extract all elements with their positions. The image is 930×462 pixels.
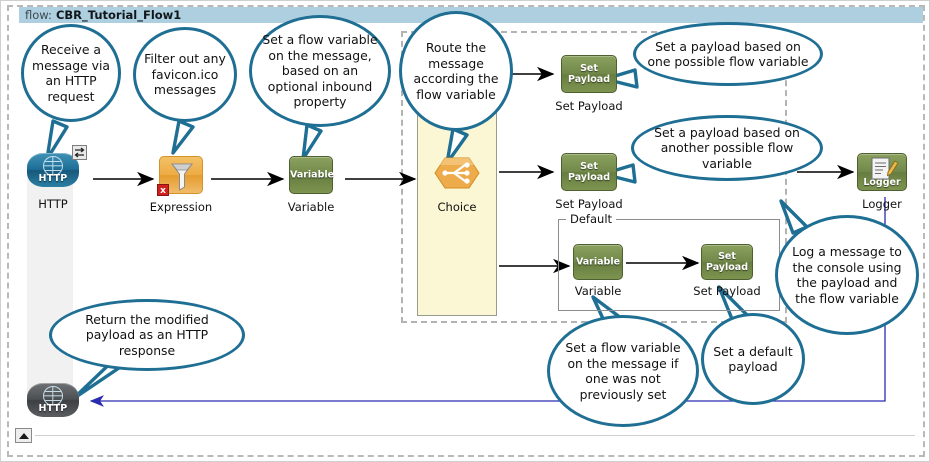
node-label-expression: Expression [149,200,213,214]
flow-title-key: flow: [25,8,52,22]
node-http-inbound[interactable]: HTTP HTTP [27,145,87,211]
http-response-inner-label: HTTP [38,403,68,414]
node-choice[interactable]: Choice [434,156,480,214]
callout-default-payload: Set a default payload [701,313,805,405]
logger-node-inner-label: Logger [863,177,901,188]
http-lane [27,163,73,403]
http-endpoint-shape[interactable]: HTTP [27,145,87,187]
node-label-set-payload-3: Set Payload [693,284,761,298]
globe-icon [43,156,63,176]
node-label-http-inbound: HTTP [38,197,68,211]
node-label-set-payload-1: Set Payload [555,99,623,113]
node-expression[interactable]: x Expression [150,156,212,214]
node-http-response[interactable]: HTTP [27,383,79,417]
node-label-set-payload-2: Set Payload [555,197,623,211]
callout-payload-other: Set a payload based on another possible … [631,115,823,181]
node-label-choice: Choice [437,200,477,214]
node-label-variable-2: Variable [574,284,622,298]
error-badge-icon: x [157,184,169,196]
http-endpoint-inner-label: HTTP [38,173,68,184]
variable-node-inner-label: Variable [290,169,335,181]
default-scope-label: Default [566,212,617,226]
node-variable[interactable]: Variable Variable [288,156,335,214]
callout-default-var: Set a flow variable on the message if on… [547,315,699,427]
flow-title-value: CBR_Tutorial_Flow1 [55,8,182,22]
callout-logger: Log a message to the console using the p… [775,215,919,335]
collapse-toggle-button[interactable] [15,428,32,443]
node-logger[interactable]: Logger Logger [857,153,907,211]
logger-node-shape[interactable]: Logger [857,153,907,191]
callout-set-variable: Set a flow variable on the message, base… [249,15,391,127]
node-variable-2[interactable]: Variable Variable [573,244,623,298]
variable-node-shape-2[interactable]: Variable [573,244,623,280]
bottom-separator [35,435,915,436]
http-response-shape[interactable]: HTTP [27,383,79,417]
globe-icon-response [43,386,63,406]
choice-router-icon[interactable] [434,156,480,190]
callout-payload-one: Set a payload based on one possible flow… [633,22,823,86]
variable-node-shape[interactable]: Variable [289,156,335,194]
node-label-variable: Variable [287,200,335,214]
callout-filter: Filter out any favicon.ico messages [133,27,237,122]
callout-http-request: Receive a message via an HTTP request [21,24,121,122]
variable-node-inner-label-2: Variable [575,256,621,268]
node-label-logger: Logger [862,197,902,211]
exchange-badge-icon [72,145,87,160]
callout-route: Route the message according the flow var… [399,11,513,131]
filter-funnel-icon[interactable]: x [157,156,203,196]
callout-http-response: Return the modified payload as an HTTP r… [49,299,245,371]
